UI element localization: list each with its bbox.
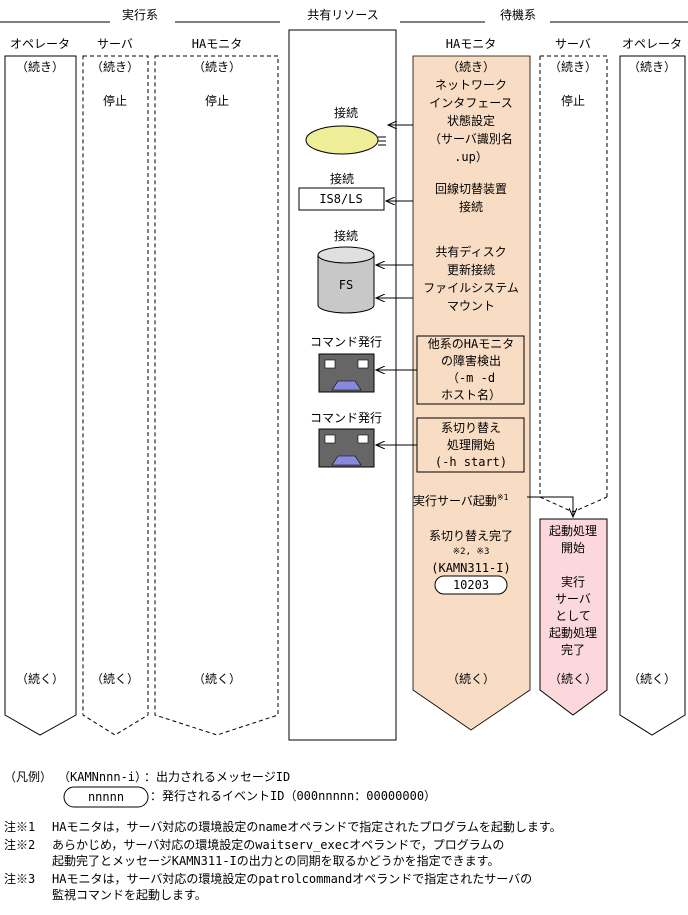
column-standby-operator: オペレータ <box>621 37 683 51</box>
step-fault-line-2: の障害検出 <box>440 354 502 368</box>
column-active-ha-monitor: HAモニタ <box>191 37 243 51</box>
switch-complete: 系切り替え完了 <box>428 529 514 543</box>
message-id: (KAMN311-I) <box>431 561 511 575</box>
note-1-mark: 注※1 <box>4 820 36 834</box>
command-issue-label-1: コマンド発行 <box>309 335 383 349</box>
step-network-line-4: （サーバ識別名 <box>429 132 513 146</box>
server-start-line-2: 開始 <box>560 541 586 555</box>
active-operator-lane <box>4 55 77 736</box>
continued-open-active-server: （続き） <box>90 60 140 74</box>
step-disk-line-1: 共有ディスク <box>435 245 507 259</box>
note-1-line-1: HAモニタは，サーバ対応の環境設定のnameオペランドで指定されたプログラムを起… <box>52 820 562 834</box>
legend-message-sample: （KAMNnnn-i） <box>58 770 148 784</box>
step-switchover-line-1: 系切り替え <box>440 421 502 435</box>
continued-close-active-server: （続く） <box>90 672 140 686</box>
server-exec-line-1: 実行 <box>560 575 586 589</box>
column-active-operator: オペレータ <box>9 37 71 51</box>
active-ha-monitor-lane <box>154 55 279 736</box>
connect-label-1: 接続 <box>333 106 359 120</box>
is8-ls-box <box>298 187 385 211</box>
step-network-line-3: 状態設定 <box>446 114 496 128</box>
step-line-switch-line-1: 回線切替装置 <box>434 182 508 196</box>
step-switchover-line-2: 処理開始 <box>446 438 496 452</box>
note-2-line-1: あらかじめ，サーバ対応の環境設定のwaitserv_execオペランドで，プログ… <box>52 838 505 852</box>
legend-event-sample: nnnnn <box>87 790 125 804</box>
step-disk-line-4: マウント <box>446 299 496 313</box>
continued-open-standby-ha: （続き） <box>446 60 496 74</box>
connect-label-2: 接続 <box>329 172 355 186</box>
server-exec-line-5: 完了 <box>560 643 586 657</box>
column-standby-ha-monitor: HAモニタ <box>445 37 497 51</box>
note-2-mark: 注※2 <box>4 838 36 852</box>
legend-title: （凡例） <box>4 770 53 784</box>
active-server-lane <box>82 55 149 736</box>
step-network-line-5: .up） <box>454 150 488 164</box>
stopped-standby-server: 停止 <box>560 94 586 108</box>
connect-label-3: 接続 <box>333 229 359 243</box>
exec-server-start: 実行サーバ起動※1 <box>413 493 509 508</box>
step-fault-line-3: （-m -d <box>446 371 496 385</box>
continued-open-active-operator: （続き） <box>15 60 65 74</box>
terminal-icon-2 <box>318 428 375 468</box>
event-id-box <box>434 575 508 595</box>
terminal-icon-1 <box>318 353 375 393</box>
continued-open-standby-server: （続き） <box>548 60 598 74</box>
continued-open-active-ha: （続き） <box>192 60 242 74</box>
server-exec-line-3: として <box>555 609 591 623</box>
step-network-line-1: ネットワーク <box>434 78 508 92</box>
event-id: 10203 <box>452 578 490 592</box>
standby-operator-lane <box>619 55 686 736</box>
command-issue-label-2: コマンド発行 <box>309 411 383 425</box>
step-fault-line-1: 他系のHAモニタ <box>427 337 515 351</box>
step-fault-line-4: ホスト名） <box>440 388 502 402</box>
note-3-line-2: 監視コマンドを起動します。 <box>52 888 207 902</box>
continued-close-standby-server: （続く） <box>548 672 598 686</box>
step-line-switch-line-2: 接続 <box>458 200 484 214</box>
continued-close-active-operator: （続く） <box>15 672 65 686</box>
legend-event-box <box>63 786 149 808</box>
server-exec-line-2: サーバ <box>555 592 591 606</box>
continued-close-standby-operator: （続く） <box>627 672 677 686</box>
ellipse-plug <box>378 136 386 146</box>
fs-disk <box>317 246 375 314</box>
fs-label: FS <box>338 278 354 292</box>
server-start-line-1: 起動処理 <box>548 524 598 538</box>
note-3-line-1: HAモニタは，サーバ対応の環境設定のpatrolcommandオペランドで指定さ… <box>52 872 533 886</box>
step-disk-line-3: ファイルシステム <box>423 281 519 295</box>
header-shared-resource: 共有リソース <box>307 8 379 22</box>
stopped-active-ha: 停止 <box>204 94 230 108</box>
standby-server-active-box <box>539 518 608 716</box>
stopped-active-server: 停止 <box>102 94 128 108</box>
continued-close-active-ha: （続く） <box>192 672 242 686</box>
server-exec-line-4: 起動処理 <box>548 626 598 640</box>
header-active-system: 実行系 <box>121 8 159 22</box>
continued-close-standby-ha: （続く） <box>446 672 496 686</box>
note-3-mark: 注※3 <box>4 872 36 886</box>
standby-ha-monitor-lane <box>412 55 531 731</box>
step-network-line-2: インタフェース <box>429 96 513 110</box>
legend-message-desc: ：出力されるメッセージID <box>144 770 291 784</box>
continued-open-standby-operator: （続き） <box>627 60 677 74</box>
header-standby-system: 待機系 <box>499 8 537 22</box>
note-2-line-2: 起動完了とメッセージKAMN311-Iの出力との同期を取るかどうかを指定できます… <box>52 854 500 868</box>
is8-ls-label: IS8/LS <box>319 192 363 206</box>
step-switchover-line-3: (-h start) <box>434 455 508 469</box>
network-ellipse <box>305 125 379 155</box>
column-standby-server: サーバ <box>555 37 591 51</box>
standby-server-lane-dashed <box>539 55 608 497</box>
exec-server-start-note: ※1 <box>496 493 509 502</box>
arrow-exec-server-start <box>527 496 573 517</box>
step-disk-line-2: 更新接続 <box>446 263 496 277</box>
switch-complete-note: ※2, ※3 <box>452 547 490 557</box>
column-active-server: サーバ <box>97 37 133 51</box>
legend-event-desc: ：発行されるイベントID（000nnnnn：00000000） <box>150 789 437 803</box>
